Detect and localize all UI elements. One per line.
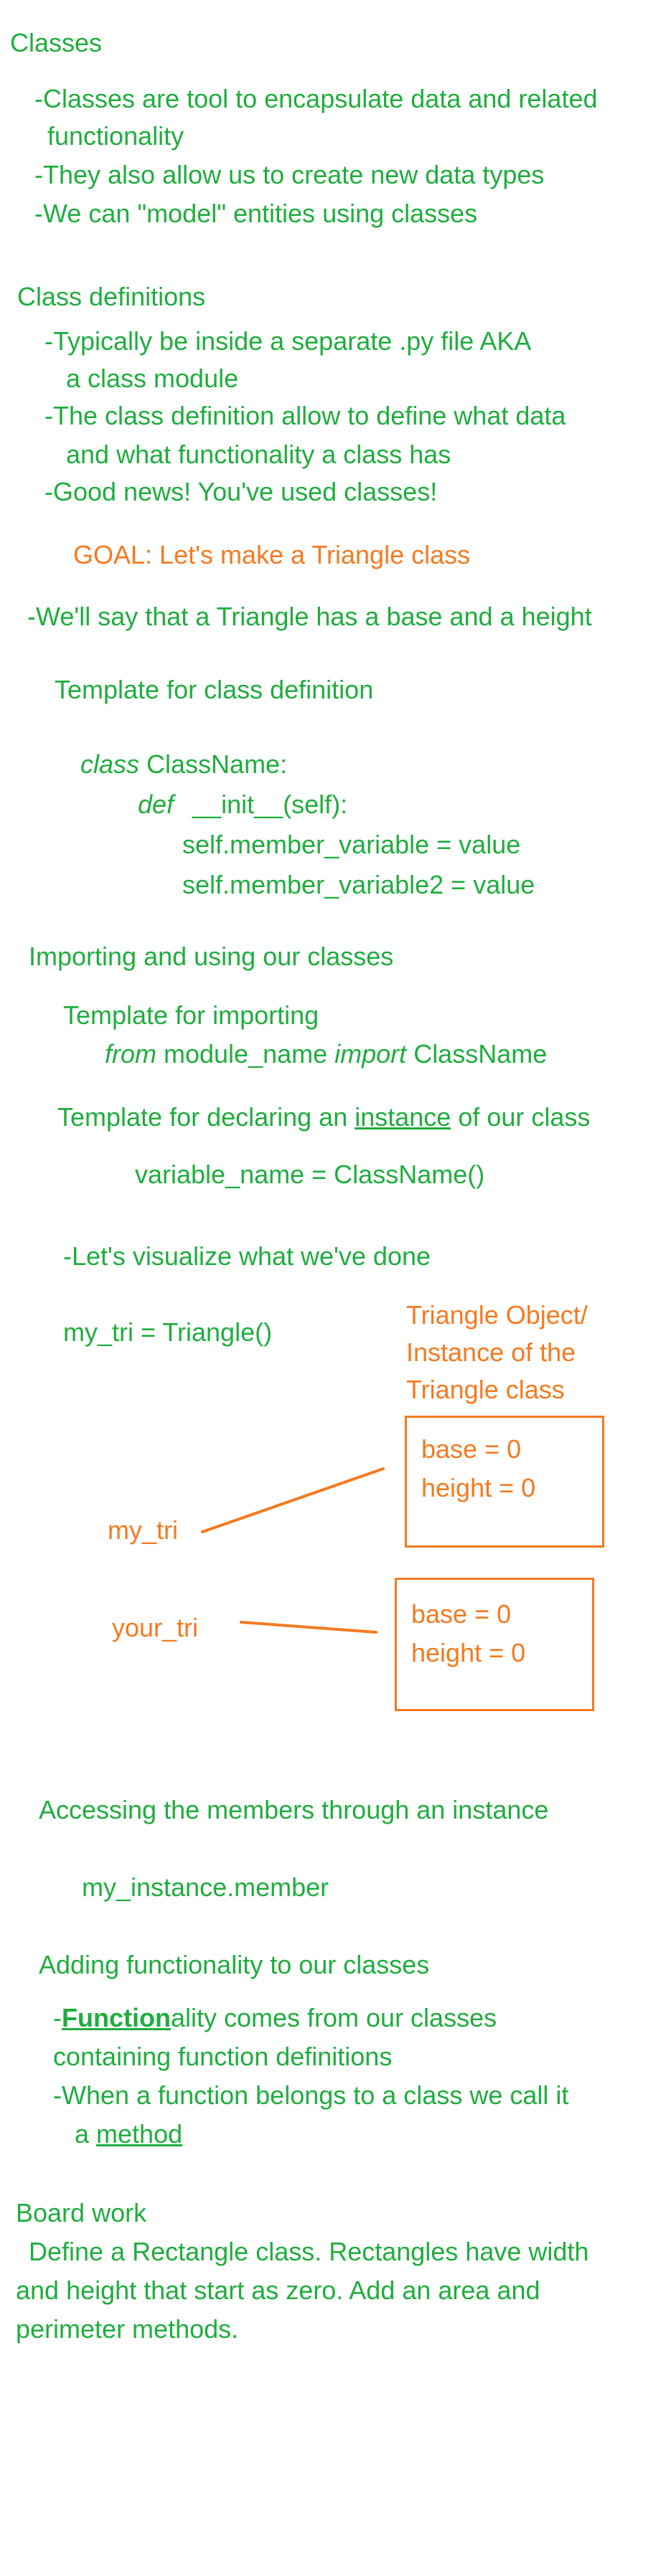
class-definitions-bullet-3: -Good news! You've used classes!: [44, 477, 438, 506]
board-work-heading: Board work: [16, 2198, 147, 2227]
classes-heading: Classes: [10, 28, 103, 57]
box-2-height: height = 0: [411, 1638, 526, 1667]
visualize-code: my_tri = Triangle(): [63, 1317, 273, 1347]
import-class-name: ClassName: [406, 1039, 548, 1069]
keyword-from: from: [105, 1039, 156, 1069]
object-label-line-3: Triangle class: [406, 1375, 565, 1404]
board-work-line-1: Define a Rectangle class. Rectangles hav…: [29, 2237, 589, 2266]
template-init-signature: __init__(self):: [192, 790, 348, 819]
accessing-code: my_instance.member: [82, 1872, 329, 1902]
functionality-bullet-1-line-1: -Functionality comes from our classes: [53, 2002, 497, 2033]
object-label-line-2: Instance of the: [406, 1337, 576, 1367]
instance-word: instance: [355, 1102, 451, 1132]
functionality-bullet-2-line-2: a method: [75, 2118, 182, 2149]
triangle-note: -We'll say that a Triangle has a base an…: [27, 602, 592, 631]
instance-declaration: variable_name = ClassName(): [135, 1160, 485, 1189]
class-definitions-bullet-1-line-1: -Typically be inside a separate .py file…: [44, 326, 532, 356]
classes-bullet-2: -They also allow us to create new data t…: [34, 160, 545, 189]
method-word: method: [96, 2119, 183, 2149]
board-work-line-3: perimeter methods.: [16, 2314, 239, 2344]
var-your-tri: your_tri: [112, 1613, 199, 1642]
functionality-bullet-2-line-1: -When a function belongs to a class we c…: [53, 2080, 569, 2110]
class-definitions-bullet-2-line-2: and what functionality a class has: [66, 440, 451, 469]
template-definition-heading: Template for class definition: [55, 675, 374, 704]
box-1-height: height = 0: [421, 1473, 536, 1502]
import-template-line: from module_name import ClassName: [105, 1038, 547, 1069]
box-1-base: base = 0: [421, 1434, 522, 1464]
class-definitions-bullet-2-line-1: -The class definition allow to define wh…: [44, 401, 566, 430]
class-definitions-bullet-1-line-2: a class module: [66, 364, 239, 393]
triangle-object-box-2: base = 0 height = 0: [395, 1578, 594, 1711]
importing-heading: Importing and using our classes: [29, 942, 394, 971]
instance-heading-post: of our class: [451, 1102, 591, 1132]
object-label-line-1: Triangle Object/: [406, 1300, 588, 1330]
classes-bullet-1-line-1: -Classes are tool to encapsulate data an…: [34, 84, 598, 113]
function-word: Function: [62, 2003, 171, 2032]
goal-note: GOAL: Let's make a Triangle class: [73, 540, 471, 569]
functionality-dash: -: [53, 2003, 62, 2032]
instance-template-heading: Template for declaring an instance of ou…: [57, 1102, 590, 1132]
method-pre: a: [75, 2119, 97, 2149]
template-class-line: class ClassName:: [80, 749, 287, 780]
triangle-object-box-1: base = 0 height = 0: [405, 1416, 604, 1548]
box-2-base: base = 0: [411, 1599, 512, 1629]
template-init-line: def __init__(self):: [138, 789, 347, 820]
accessing-heading: Accessing the members through an instanc…: [39, 1795, 549, 1824]
template-class-name: ClassName:: [139, 749, 288, 779]
your-tri-reference-line: [240, 1621, 377, 1634]
template-member-2: self.member_variable2 = value: [182, 870, 535, 899]
instance-heading-pre: Template for declaring an: [57, 1102, 355, 1132]
class-definitions-heading: Class definitions: [17, 282, 206, 311]
var-my-tri: my_tri: [108, 1515, 178, 1545]
importing-template-heading: Template for importing: [63, 1000, 319, 1030]
keyword-import: import: [334, 1039, 407, 1069]
keyword-class: class: [80, 749, 140, 779]
board-work-line-2: and height that start as zero. Add an ar…: [16, 2276, 540, 2305]
functionality-bullet-1-line-2: containing function definitions: [53, 2042, 393, 2071]
classes-bullet-3: -We can "model" entities using classes: [34, 199, 478, 228]
functionality-rest: ality comes from our classes: [170, 2003, 497, 2032]
import-module-name: module_name: [156, 1039, 335, 1069]
my-tri-reference-line: [201, 1467, 385, 1533]
template-member-1: self.member_variable = value: [182, 830, 521, 859]
functionality-heading: Adding functionality to our classes: [39, 1950, 430, 1979]
classes-bullet-1-line-2: functionality: [47, 121, 184, 151]
keyword-def: def: [138, 790, 174, 819]
visualize-heading: -Let's visualize what we've done: [63, 1241, 431, 1271]
